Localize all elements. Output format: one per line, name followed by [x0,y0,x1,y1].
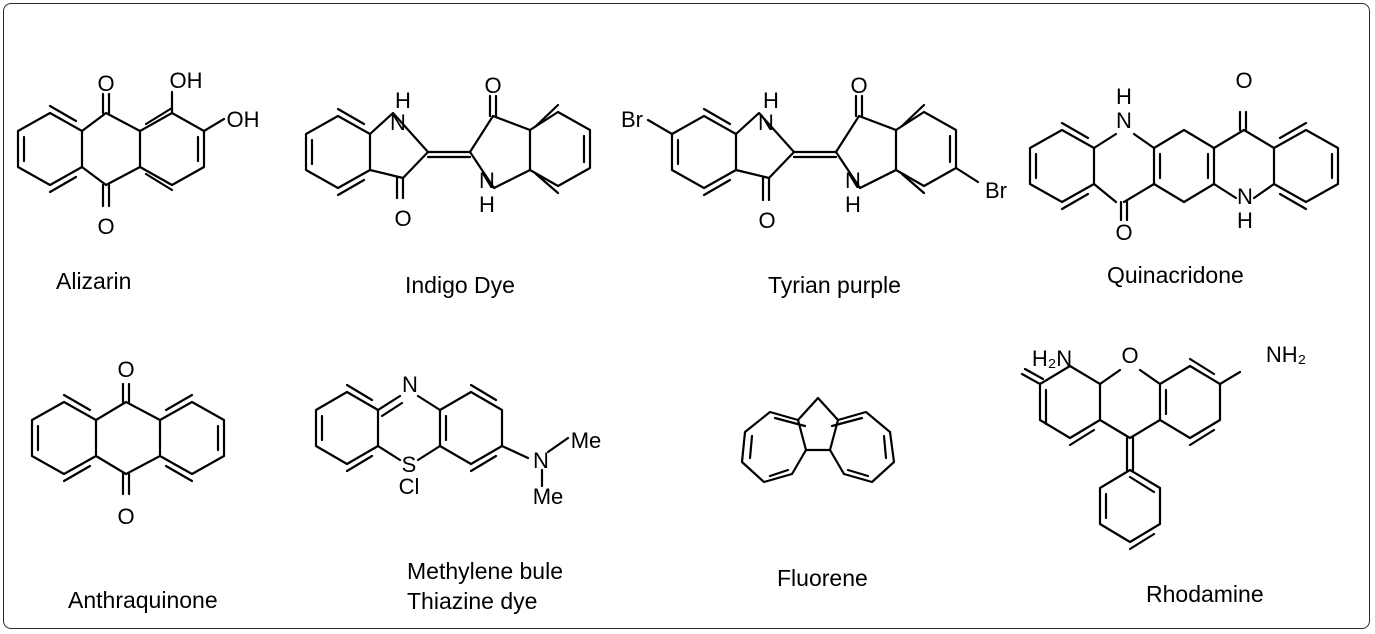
anthraquinone-structure: O O [30,357,226,529]
atom-n-label: N [1116,108,1132,133]
atom-h-label: H [395,88,411,113]
atom-o-label: O [484,73,501,98]
fluorene-structure [740,396,896,484]
atom-o-label: O [97,71,114,96]
atom-o-label: O [758,208,775,233]
caption-tyrian-purple: Tyrian purple [768,272,901,298]
caption-quinacridone: Quinacridone [1107,262,1244,288]
atom-me-label: Me [533,484,564,509]
caption-anthraquinone: Anthraquinone [68,587,218,613]
atom-oh-label: OH [227,107,260,132]
atom-br-label: Br [985,178,1007,203]
atom-o-label: O [117,504,134,529]
atom-oh-label: OH [170,68,203,93]
atom-h-label: H [845,192,861,217]
caption-rhodamine: Rhodamine [1146,581,1264,607]
atom-n-label: N [479,168,495,193]
atom-h-label: H [1116,84,1132,109]
quinacridone-structure: H N O O N H [1028,68,1340,245]
atom-n-label: N [845,168,861,193]
atom-h2n-label: H₂N [1032,346,1072,371]
caption-methylene-blue: Methylene bule [407,558,563,584]
atom-h-label: H [479,192,495,217]
atom-n-label: N [533,448,549,473]
atom-o-label: O [850,73,867,98]
atom-h-label: H [1237,208,1253,233]
caption-thiazine-dye: Thiazine dye [407,588,538,614]
atom-br-label: Br [621,107,643,132]
caption-fluorene: Fluorene [777,565,868,591]
atom-o-label: O [97,214,114,239]
atom-n-label: N [390,110,406,135]
atom-n-label: N [758,110,774,135]
methylene-blue-structure: N S Cl N Me Me [314,372,602,509]
atom-o-label: O [1115,220,1132,245]
figure-frame [3,3,1370,629]
atom-h-label: H [763,88,779,113]
atom-o-label: O [1235,68,1252,93]
rhodamine-structure: H₂N O NH₂ [1020,342,1306,551]
atom-s-label: S [402,452,417,477]
atom-o-label: O [117,357,134,382]
alizarin-structure: O O OH OH [16,68,260,239]
atom-o-label: O [1121,343,1138,368]
caption-indigo-dye: Indigo Dye [405,272,515,298]
atom-me-label: Me [571,428,602,453]
tyrian-purple-structure: Br H N O O N H Br [621,73,1007,233]
atom-o-label: O [394,206,411,231]
atom-n-label: N [1237,184,1253,209]
indigo-structure: H N O O N H [304,73,592,231]
caption-alizarin: Alizarin [56,268,132,294]
atom-cl-label: Cl [399,474,420,499]
atom-nh2-label: NH₂ [1266,342,1306,367]
atom-n-label: N [402,372,418,397]
